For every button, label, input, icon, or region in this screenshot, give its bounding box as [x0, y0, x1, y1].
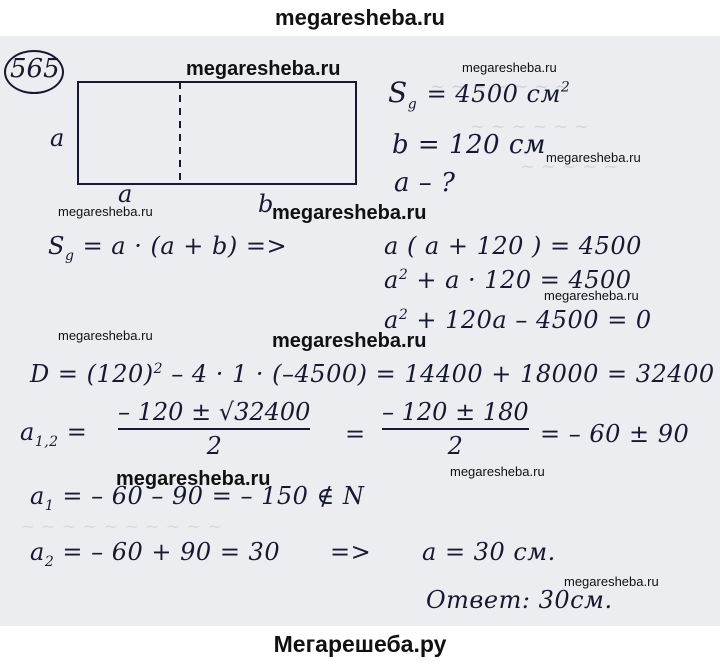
- bleed-through: ~ ~ ~ ~ ~ ~: [470, 116, 590, 137]
- diagram-label-b-bottom: b: [258, 190, 274, 218]
- root-a2-arrow: =>: [330, 538, 372, 566]
- roots-fraction-1-denominator: 2: [206, 432, 222, 460]
- equation-3: a2 + 120a – 4500 = 0: [384, 306, 652, 334]
- fraction-bar: [382, 428, 529, 430]
- diagram-label-a-bottom: a: [118, 180, 133, 208]
- bleed-through: ~ ~ ~ ~ ~ ~ ~: [430, 76, 570, 97]
- notebook-photo: ~ ~ ~ ~ ~ ~ ~ ~ ~ ~ ~ ~ ~ ~ ~ ~ ~ ~ ~ ~ …: [0, 36, 720, 626]
- site-header-title: megaresheba.ru: [275, 5, 445, 30]
- watermark: megaresheba.ru: [272, 202, 427, 224]
- bleed-through: ~ ~ ~ ~ ~ ~ ~ ~ ~ ~: [20, 516, 223, 537]
- watermark: megaresheba.ru: [462, 60, 557, 75]
- discriminant-line: D = (120)2 – 4 · 1 · (–4500) = 14400 + 1…: [30, 360, 715, 388]
- given-area: Sg = 4500 см2: [388, 76, 571, 113]
- watermark: megaresheba.ru: [450, 464, 545, 479]
- watermark: megaresheba.ru: [564, 574, 659, 589]
- watermark: megaresheba.ru: [58, 328, 153, 343]
- roots-fraction-2-numerator: – 120 ± 180: [382, 398, 529, 426]
- roots-fraction-1: – 120 ± √32400 2: [118, 398, 311, 460]
- problem-number: 565: [10, 54, 60, 84]
- roots-label: a1,2 =: [20, 418, 88, 450]
- rectangle-diagram: [77, 81, 357, 185]
- site-footer-title: Мегарешеба.ру: [273, 630, 447, 657]
- problem-number-circle: [4, 50, 64, 94]
- root-a2-line: a2 = – 60 + 90 = 30: [30, 538, 281, 570]
- watermark: megaresheba.ru: [272, 330, 427, 352]
- given-b: b = 120 см: [392, 130, 546, 160]
- site-header: megaresheba.ru: [0, 0, 720, 36]
- given-find: a – ?: [394, 168, 456, 198]
- equation-2: a2 + a · 120 = 4500: [384, 266, 632, 294]
- root-a1-line: a1 = – 60 – 90 = – 150 ∉ N: [30, 482, 365, 514]
- problem-number-badge: 565: [4, 50, 64, 94]
- equation-1: a ( a + 120 ) = 4500: [384, 232, 642, 260]
- roots-result: = – 60 ± 90: [540, 420, 690, 448]
- watermark: megaresheba.ru: [546, 150, 641, 165]
- root-a2-result: a = 30 см.: [422, 538, 556, 566]
- rectangle-outline: [77, 81, 357, 185]
- site-footer: Мегарешеба.ру: [0, 626, 720, 662]
- roots-fraction-2: – 120 ± 180 2: [382, 398, 529, 460]
- roots-fraction-2-denominator: 2: [447, 432, 463, 460]
- roots-equals-sign: =: [345, 420, 366, 448]
- answer-line: Ответ: 30см.: [426, 586, 613, 614]
- watermark: megaresheba.ru: [186, 58, 341, 80]
- roots-fraction-1-numerator: – 120 ± √32400: [118, 398, 311, 426]
- watermark: megaresheba.ru: [544, 288, 639, 303]
- diagram-label-a-left: a: [50, 124, 65, 152]
- area-formula: Sg = a · (a + b) =>: [48, 232, 288, 264]
- watermark: megaresheba.ru: [116, 468, 271, 490]
- bleed-through: ~ ~ ~ ~ ~: [520, 156, 619, 177]
- fraction-bar: [118, 428, 311, 430]
- watermark: megaresheba.ru: [58, 204, 153, 219]
